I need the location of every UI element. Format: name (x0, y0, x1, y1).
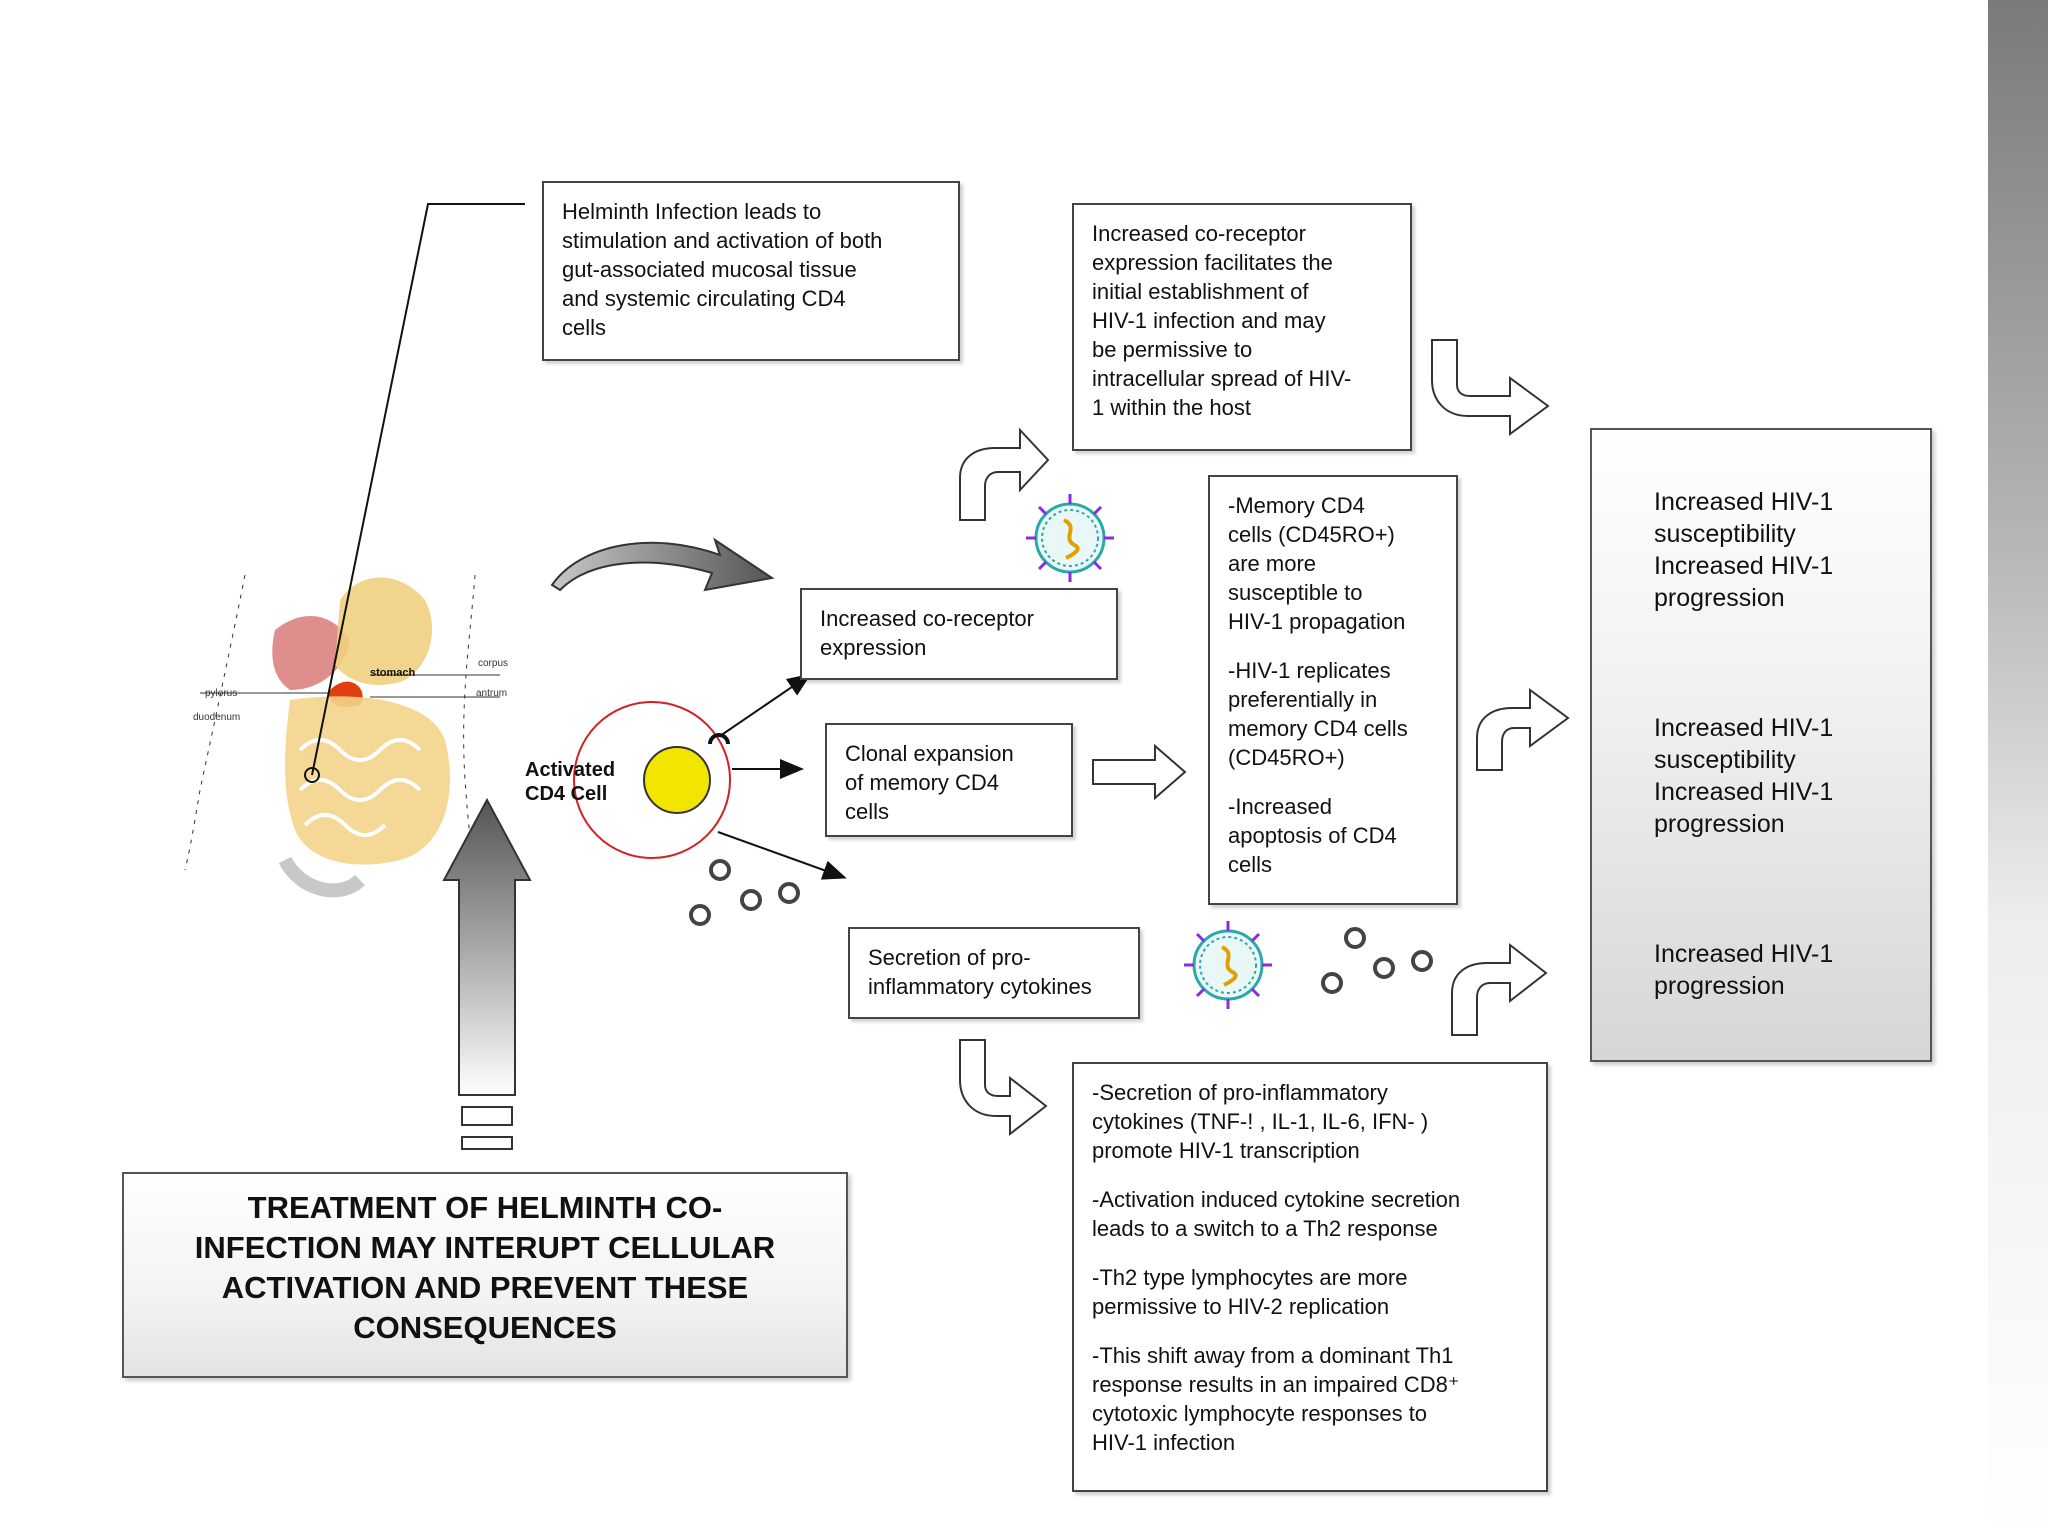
cytokine-bullet: -This shift away from a dominant Th1 res… (1092, 1343, 1460, 1455)
cytokine-bullet: -Secretion of pro-inflammatory cytokines… (1092, 1080, 1429, 1163)
helminth-pointer-line (311, 203, 525, 776)
activated-cell-label: Activated CD4 Cell (525, 759, 616, 805)
clonal-expansion-box: Clonal expansion of memory CD4 cells (825, 723, 1073, 837)
memory-bullet: -Memory CD4 cells (CD45RO+) are more sus… (1228, 493, 1406, 634)
activated-cd4-cell (573, 701, 731, 859)
cytokine-bullet: -Th2 type lymphocytes are more permissiv… (1092, 1265, 1408, 1319)
memory-bullet: -Increased apoptosis of CD4 cells (1228, 794, 1397, 877)
cell-membrane (573, 701, 731, 859)
right-block-arrow (1092, 743, 1187, 801)
outcome-group: Increased HIV-1 susceptibility Increased… (1654, 714, 1834, 838)
up-right-arrow (1476, 688, 1570, 771)
down-right-arrow (1431, 339, 1550, 436)
cell-nucleus (643, 746, 711, 814)
gastrointestinal-illustration (184, 574, 500, 898)
down-right-arrow (959, 1039, 1048, 1137)
cytokine-secretion-box: Secretion of pro- inflammatory cytokines (848, 927, 1140, 1019)
cytokine-dots-right (1321, 927, 1433, 994)
receptor-icon (708, 733, 730, 745)
anatomy-label-stomach: stomach (370, 667, 416, 679)
outcome-panel: Increased HIV-1 susceptibility Increased… (1590, 428, 1932, 1062)
hiv-virus-icon (1184, 921, 1272, 1009)
treatment-box: TREATMENT OF HELMINTH CO- INFECTION MAY … (122, 1172, 848, 1378)
curved-activation-arrow (550, 537, 775, 592)
coreceptor-expression-box: Increased co-receptor expression (800, 588, 1118, 680)
cytokine-dots-left (689, 859, 800, 926)
helminth-infection-box: Helminth Infection leads to stimulation … (542, 181, 960, 361)
treatment-arrow (442, 797, 532, 1150)
cytokine-effects-box: -Secretion of pro-inflammatory cytokines… (1072, 1062, 1548, 1492)
arrow-to-coreceptor (719, 673, 812, 737)
up-right-arrow (1451, 942, 1548, 1036)
outcome-group: Increased HIV-1 progression (1654, 940, 1834, 1000)
anatomy-label-antrum: antrum (476, 688, 507, 699)
anatomy-label-duodenum: duodenum (193, 712, 240, 723)
cytokine-bullet: -Activation induced cytokine secretion l… (1092, 1187, 1461, 1241)
memory-cd4-box: -Memory CD4 cells (CD45RO+) are more sus… (1208, 475, 1458, 905)
anatomy-label-corpus: corpus (478, 658, 508, 669)
up-right-arrow (959, 427, 1050, 521)
hiv-virus-icon (1026, 494, 1114, 582)
anatomy-label-pylorus: pylorus (205, 688, 237, 699)
slide-edge-decoration (1988, 0, 2048, 1536)
coreceptor-effect-box: Increased co-receptor expression facilit… (1072, 203, 1412, 451)
arrow-to-cytokines (717, 831, 847, 880)
memory-bullet: -HIV-1 replicates preferentially in memo… (1228, 658, 1408, 770)
outcome-group: Increased HIV-1 susceptibility Increased… (1654, 488, 1834, 612)
